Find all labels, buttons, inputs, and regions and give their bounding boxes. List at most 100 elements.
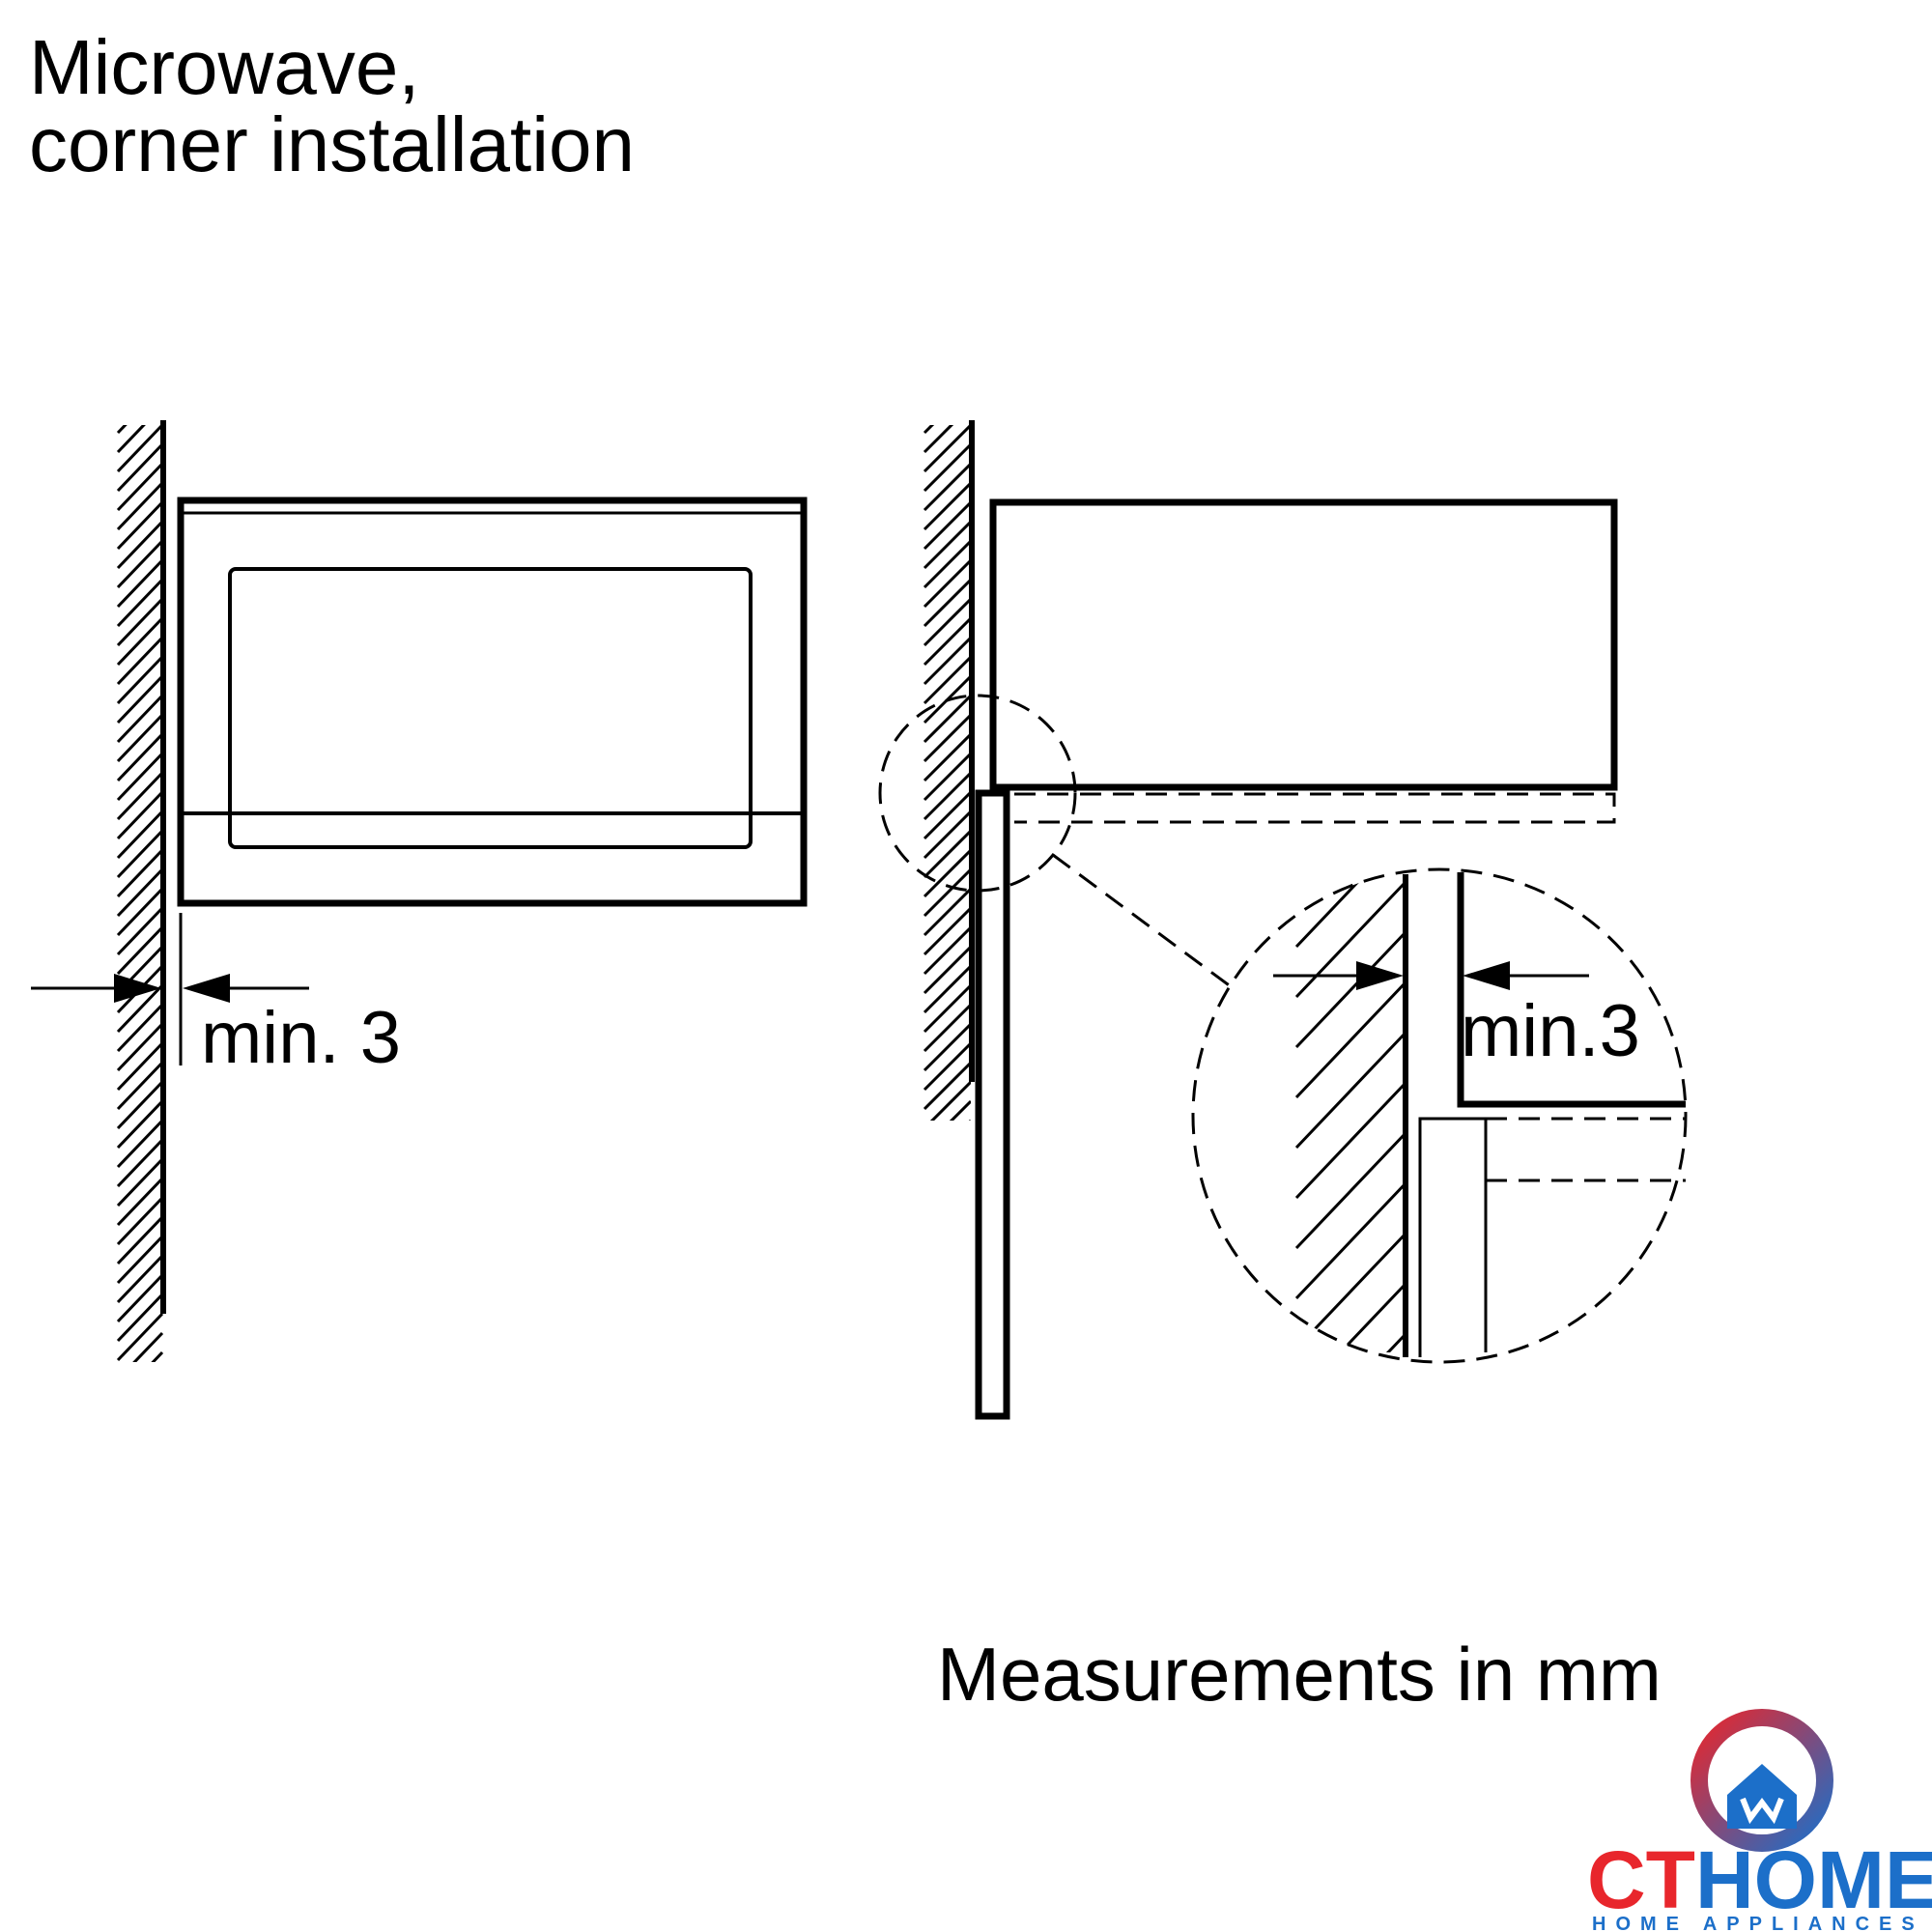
wall-hatch-line	[116, 771, 164, 821]
wall-hatch-line	[116, 1215, 164, 1265]
wall-hatch-line	[1294, 869, 1408, 949]
wall-hatch-line	[116, 425, 146, 454]
wall-hatch-line	[116, 867, 164, 918]
wall-hatch-line	[116, 848, 164, 898]
wall-hatch-line	[116, 578, 164, 628]
wall-hatch-line	[923, 462, 971, 512]
wall-hatch-line	[116, 790, 164, 840]
microwave-front-left	[177, 497, 808, 907]
logo-brand-part1: CT	[1587, 1834, 1695, 1925]
wall-hatch-line	[116, 1003, 164, 1053]
wall-hatch-line	[116, 616, 164, 667]
wall-hatch-line	[923, 425, 935, 435]
page-title-line-1: Microwave,	[29, 24, 420, 110]
wall-hatch-line	[132, 1331, 164, 1362]
left-gap-label: min. 3	[201, 997, 401, 1079]
wall-hatch-line	[116, 1022, 164, 1072]
wall-hatch-line	[116, 810, 164, 860]
wall-hatch-line	[116, 674, 164, 724]
arrow-right-icon	[1356, 961, 1404, 990]
wall-hatch-line	[923, 771, 971, 821]
wall-hatch-line	[923, 829, 971, 879]
wall-hatch-line	[923, 1041, 971, 1092]
house-logo-icon	[1690, 1709, 1833, 1852]
wall-hatch-line	[923, 481, 971, 531]
wall-hatch-line	[116, 442, 164, 493]
wall-hatch-line	[949, 1099, 971, 1121]
wall-hatch-line	[1294, 1080, 1408, 1200]
wall-hatch-line	[116, 1157, 164, 1208]
wall-hatch-line	[923, 655, 971, 705]
wall-hatch-line	[116, 1273, 164, 1323]
wall-hatch-line	[116, 1138, 164, 1188]
wall-hatch-line	[116, 1177, 164, 1227]
wall-hatch-line	[924, 1140, 971, 1186]
wall-hatch-line	[1294, 980, 1408, 1099]
wall-hatch-line	[923, 1022, 971, 1072]
wall-hatch-line	[923, 636, 971, 686]
wall-hatch-line	[116, 829, 164, 879]
wall-hatch-line	[116, 1254, 164, 1304]
wall-hatch-line	[116, 1235, 164, 1285]
wall-hatch-line	[151, 1350, 164, 1362]
wall-hatch-line	[116, 1099, 164, 1150]
wall-hatch-line	[116, 425, 164, 473]
wall-hatch-line	[116, 481, 164, 531]
wall-hatch-line	[1294, 1030, 1408, 1150]
left-dimension	[31, 913, 309, 1065]
wall-hatch-line	[923, 425, 954, 454]
wall-hatch-line	[116, 1293, 164, 1343]
wall-hatch-line	[923, 790, 971, 840]
wall-hatch-line	[923, 867, 971, 918]
wall-hatch-line	[116, 1061, 164, 1111]
wall-hatch-line	[1294, 929, 1408, 1049]
wall-hatch-line	[116, 425, 128, 435]
detail-dimension	[1273, 961, 1589, 990]
wall-hatch-line	[116, 655, 164, 705]
wall-hatch-line	[923, 539, 971, 589]
logo-tagline: HOME APPLIANCES	[1592, 1914, 1924, 1932]
wall-hatch-line	[118, 1372, 162, 1418]
arrow-right-icon	[114, 974, 161, 1003]
detail-magnified	[1294, 869, 1686, 1357]
wall-hatch-line	[116, 983, 164, 1034]
wall-hatch-line	[1294, 1231, 1408, 1350]
wall-hatch-line	[923, 520, 971, 570]
side-panel	[975, 789, 1010, 1420]
measurements-note: Measurements in mm	[937, 1632, 1662, 1717]
wall-hatch-line	[116, 906, 164, 956]
wall-hatch-line	[923, 752, 971, 802]
wall-hatch-line	[116, 1080, 164, 1130]
wall-hatch-line	[923, 694, 971, 744]
wall-hatch-line	[116, 925, 164, 976]
wall-hatch-line	[116, 752, 164, 802]
wall-hatch-line	[116, 694, 164, 744]
wall-hatch-line	[116, 636, 164, 686]
wall-hatch-line	[923, 945, 971, 995]
wall-hatch-line	[923, 442, 971, 493]
arrow-left-icon	[1463, 961, 1510, 990]
wall-hatch-line	[923, 848, 971, 898]
wall-hatch-line	[923, 906, 971, 956]
page-title-line-2: corner installation	[29, 101, 635, 187]
detail-callout	[878, 694, 1688, 1364]
wall-hatch-line	[929, 1080, 971, 1121]
wall-hatch-line	[923, 578, 971, 628]
wall-hatch-line	[116, 520, 164, 570]
wall-hatch-line	[923, 558, 971, 609]
wall-hatch-line	[116, 713, 164, 763]
wall-hatch-line	[116, 1119, 164, 1169]
wall-hatch-line	[968, 1119, 971, 1121]
wall-hatch-line	[116, 539, 164, 589]
wall-hatch-line	[923, 713, 971, 763]
wall-hatch-line	[116, 887, 164, 937]
wall-hatch-line	[923, 983, 971, 1034]
cthome-logo: CTHOME HOME APPLIANCES	[1587, 1709, 1932, 1932]
wall-hatch-line	[116, 1196, 164, 1246]
wall-hatch-line	[1294, 1281, 1408, 1352]
wall-hatch-line	[1294, 879, 1408, 999]
logo-brand-part2: HOME	[1695, 1834, 1932, 1925]
wall-hatch-line	[923, 810, 971, 860]
wall-hatch-line	[116, 462, 164, 512]
